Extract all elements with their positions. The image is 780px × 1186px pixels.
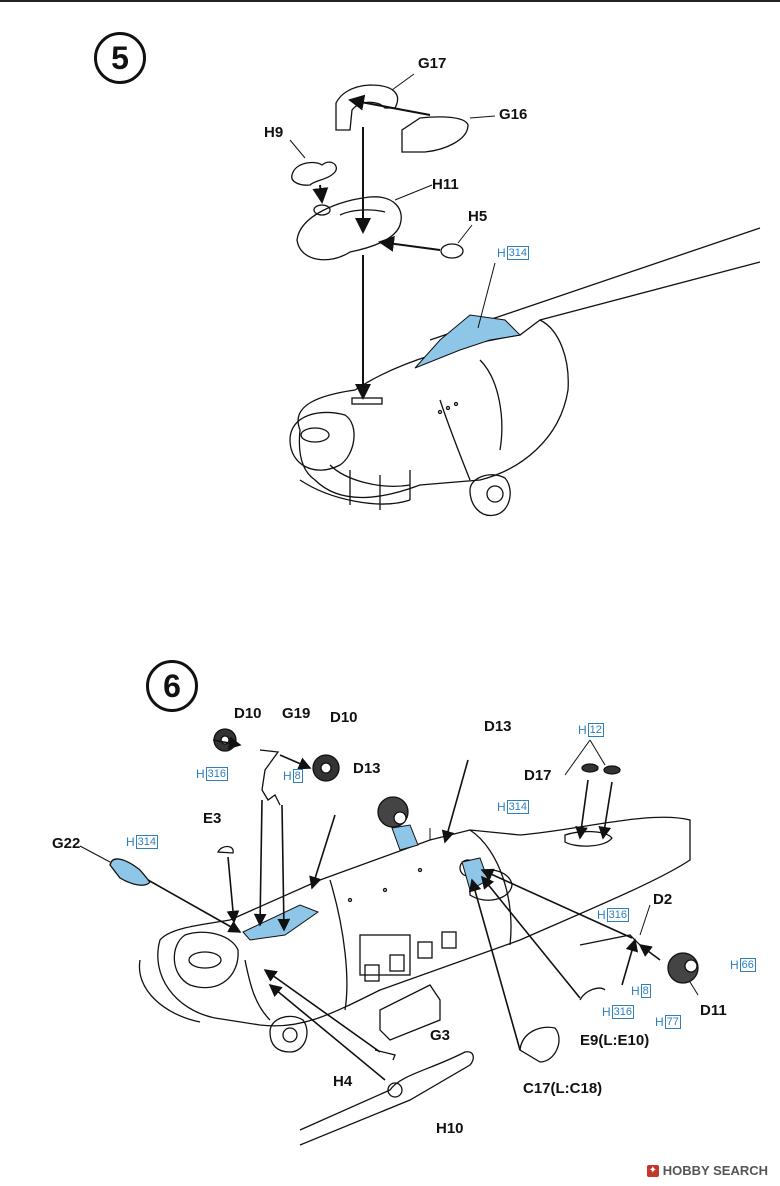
paint-area-rear-mount xyxy=(461,857,489,891)
paint-prefix: H xyxy=(126,835,135,849)
paint-prefix: H xyxy=(602,1005,611,1019)
side-door xyxy=(359,934,411,976)
part-g3 xyxy=(374,1049,396,1061)
fuselage-pod xyxy=(269,1015,308,1053)
label-d11: D11 xyxy=(700,1002,727,1019)
paint-prefix: H xyxy=(196,767,205,781)
label-h4: H4 xyxy=(333,1073,353,1090)
paint-number: 316 xyxy=(611,1005,635,1019)
label-g19: G19 xyxy=(282,705,311,722)
label-g17: G17 xyxy=(418,55,447,72)
step-5-number: 5 xyxy=(94,32,146,84)
part-h9 xyxy=(291,161,337,186)
paint-prefix: H xyxy=(655,1015,664,1029)
part-e9 xyxy=(579,987,606,1001)
part-h5 xyxy=(440,243,464,259)
label-g22: G22 xyxy=(52,835,81,852)
label-h5: H5 xyxy=(468,208,488,225)
part-d17-right xyxy=(603,765,621,775)
label-c17: C17(L:C18) xyxy=(523,1080,603,1097)
label-d13-lower: D13 xyxy=(353,760,381,777)
part-g22 xyxy=(109,858,151,886)
label-d13-upper: D13 xyxy=(484,718,512,735)
chin-pod xyxy=(469,474,511,517)
paint-area-h314-step5 xyxy=(414,314,522,369)
paint-prefix: H xyxy=(283,769,292,783)
paint-number: 316 xyxy=(205,767,229,781)
step-6-number-text: 6 xyxy=(163,667,181,704)
top-border-line xyxy=(0,0,780,2)
paint-area-cockpit-step6 xyxy=(242,904,320,941)
paint-number: 314 xyxy=(506,246,530,260)
part-d2 xyxy=(579,934,641,946)
label-h10: H10 xyxy=(436,1120,464,1137)
label-d10-left: D10 xyxy=(234,705,262,722)
paint-number: 77 xyxy=(664,1015,681,1029)
label-g3: G3 xyxy=(430,1027,451,1044)
paint-number: 314 xyxy=(506,800,530,814)
watermark-text: HOBBY SEARCH xyxy=(662,1163,768,1178)
paint-area-wheelwell xyxy=(391,824,419,851)
nacelle-part xyxy=(379,984,441,1041)
label-d2: D2 xyxy=(653,891,673,908)
paint-prefix: H xyxy=(578,723,587,737)
window-3 xyxy=(417,941,433,959)
part-d17-left xyxy=(581,763,599,773)
label-g16: G16 xyxy=(499,106,528,123)
label-h9: H9 xyxy=(264,124,284,141)
watermark-logo-icon: ✦ xyxy=(646,1164,659,1177)
paint-number: 12 xyxy=(587,723,604,737)
label-h11: H11 xyxy=(432,176,459,193)
label-d17: D17 xyxy=(524,767,552,784)
paint-number: 66 xyxy=(739,958,756,972)
step-6-number: 6 xyxy=(146,660,198,712)
watermark: ✦ HOBBY SEARCH xyxy=(646,1163,768,1178)
paint-number: 316 xyxy=(606,908,630,922)
window-4 xyxy=(441,931,457,949)
paint-number: 8 xyxy=(292,769,303,783)
paint-prefix: H xyxy=(730,958,739,972)
paint-prefix: H xyxy=(631,984,640,998)
label-e9: E9(L:E10) xyxy=(580,1032,650,1049)
label-e3: E3 xyxy=(203,810,222,827)
paint-number: 8 xyxy=(640,984,651,998)
part-g19 xyxy=(259,749,281,806)
paint-number: 314 xyxy=(135,835,159,849)
paint-prefix: H xyxy=(597,908,606,922)
label-d10-right: D10 xyxy=(330,709,358,726)
window-2 xyxy=(389,954,405,972)
part-e3 xyxy=(216,845,234,854)
part-c17 xyxy=(519,1026,560,1063)
window-1 xyxy=(364,964,380,982)
step-5-number-text: 5 xyxy=(111,39,129,76)
part-g16 xyxy=(401,116,469,153)
part-h10 xyxy=(299,1051,474,1146)
nose-radome xyxy=(289,411,355,471)
paint-prefix: H xyxy=(497,246,506,260)
paint-prefix: H xyxy=(497,800,506,814)
part-h11 xyxy=(296,196,402,261)
